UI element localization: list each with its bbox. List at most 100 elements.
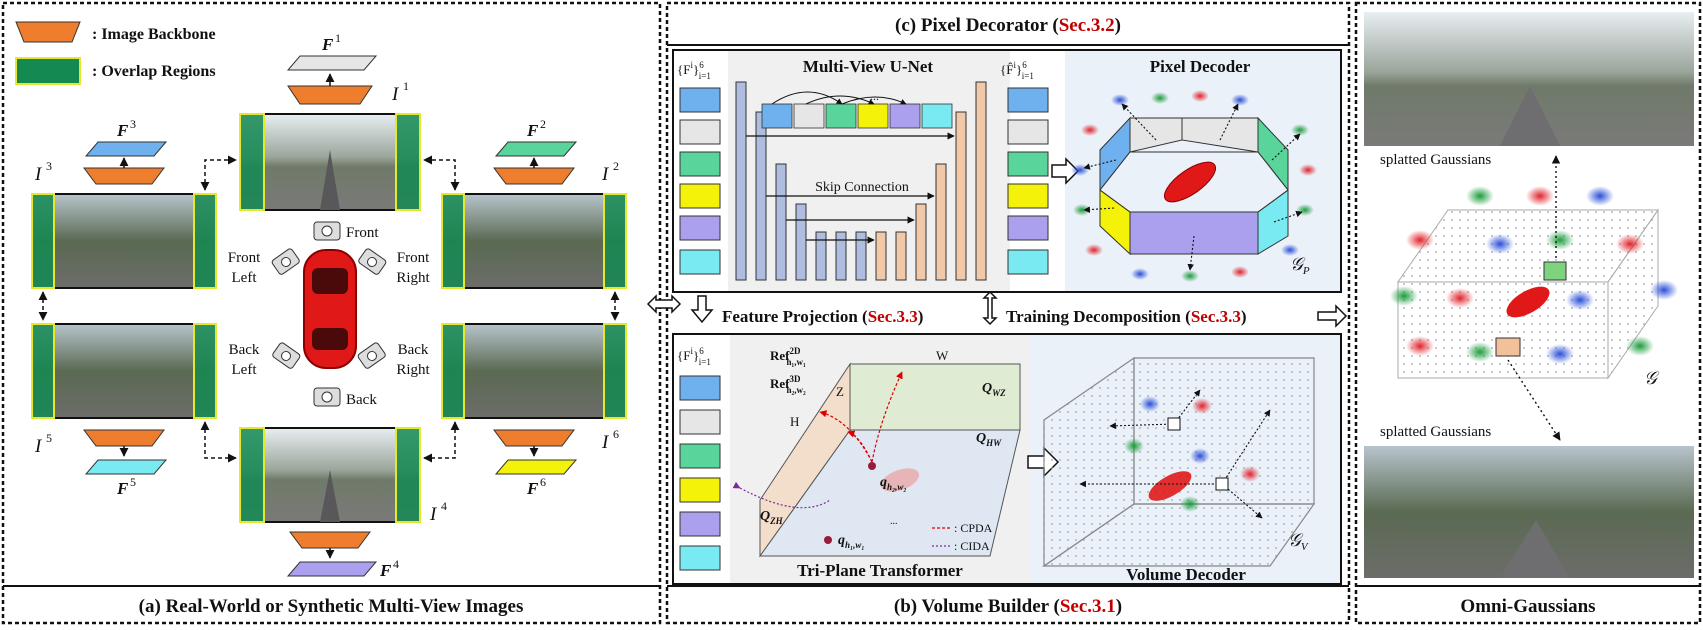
pixel-gaussians — [1071, 90, 1317, 282]
axis-w: W — [936, 348, 949, 363]
q-zh-label: QZH — [760, 509, 784, 526]
training-decomposition-label: Training Decomposition (Sec.3.3) — [1006, 307, 1247, 326]
image-back-right — [441, 323, 627, 419]
image-index-3: 3 — [46, 159, 52, 173]
image-back — [239, 427, 421, 523]
query-point-h2w2 — [868, 462, 876, 470]
splatted-render-top — [1364, 12, 1694, 146]
feature-index-5: 5 — [130, 475, 136, 489]
image-index-5: 5 — [46, 431, 52, 445]
panel-omni-caption: Omni-Gaussians — [1460, 596, 1595, 617]
camera-label-front: Front — [346, 225, 379, 241]
backbone-3 — [83, 141, 168, 185]
query-point-h1w1 — [824, 536, 832, 544]
backbone-1 — [286, 55, 378, 105]
cida-legend-label: : CIDA — [954, 539, 990, 553]
tri-plane-title: Tri-Plane Transformer — [797, 561, 963, 580]
pixel-decoder-octagon — [1099, 116, 1289, 256]
feature-index-4: 4 — [393, 557, 399, 571]
arrow-to-pixel-decoder — [1051, 157, 1080, 185]
camera-label-back: Back — [346, 392, 377, 408]
backbone-6 — [493, 429, 578, 475]
image-label-6: I — [601, 432, 610, 453]
training-decomposition-arrow — [982, 290, 998, 326]
q-wz-label: QWZ — [982, 381, 1006, 398]
camera-label-back-left-2: Left — [232, 362, 258, 378]
pixel-decoder-title: Pixel Decoder — [1150, 57, 1251, 76]
feature-projection-label: Feature Projection (Sec.3.3) — [722, 307, 923, 326]
feature-index-3: 3 — [130, 117, 136, 131]
volume-gaussians — [1124, 396, 1260, 512]
camera-icon-front — [313, 221, 341, 241]
unet-dots: ... — [870, 89, 879, 103]
omni-render-rays — [1507, 155, 1561, 441]
image-back-left — [31, 323, 217, 419]
omni-camera-frustums — [1495, 261, 1567, 357]
omni-car — [1506, 286, 1550, 318]
backbone-4 — [286, 531, 378, 577]
axis-z: Z — [836, 384, 844, 399]
pixel-decoder-car — [1163, 161, 1217, 203]
camera-icon-back-right — [357, 342, 386, 369]
image-index-2: 2 — [613, 159, 619, 173]
gaussian-v-label: 𝒢V — [1288, 530, 1309, 553]
panel-a-caption: (a) Real-World or Synthetic Multi-View I… — [139, 596, 524, 617]
panel-a-frame — [1, 1, 662, 625]
panel-c-inner-frame — [672, 49, 1342, 293]
legend: : Image Backbone : Overlap Regions — [15, 21, 216, 85]
omni-gaussians — [1390, 186, 1678, 364]
tri-plane — [759, 362, 1021, 558]
cpda-legend-label: : CPDA — [954, 521, 993, 535]
camera-label-front-left-1: Front — [228, 250, 261, 266]
tri-plane-dots: ... — [890, 516, 898, 527]
axis-h: H — [790, 414, 799, 429]
image-label-5: I — [34, 436, 43, 457]
omni-gaussian-label: 𝒢 — [1644, 368, 1660, 388]
volume-decoder-title: Volume Decoder — [1126, 565, 1246, 584]
q-h2w2-label: qh₂,w₂ — [880, 475, 907, 492]
panel-b-caption: (b) Volume Builder (Sec.3.1) — [894, 596, 1122, 617]
multi-view-attention-strip — [761, 103, 953, 129]
legend-backbone-label: : Image Backbone — [92, 26, 216, 43]
cpda-arrows — [819, 371, 903, 463]
legend-overlap-label: : Overlap Regions — [92, 63, 216, 80]
splatted-label-top: splatted Gaussians — [1380, 152, 1491, 168]
image-index-6: 6 — [613, 427, 619, 441]
camera-label-front-right-2: Right — [396, 270, 430, 286]
skip-connections — [746, 132, 955, 244]
image-front — [239, 113, 421, 211]
input-feature-stack — [679, 87, 721, 275]
feature-label-6: F — [526, 479, 539, 498]
image-label-3: I — [34, 164, 43, 185]
panel-c-title: (c) Pixel Decorator (Sec.3.2) — [895, 15, 1121, 36]
backbone-5 — [83, 429, 168, 475]
camera-label-back-right-2: Right — [396, 362, 430, 378]
camera-label-front-right-1: Front — [397, 250, 430, 266]
image-label-2: I — [601, 164, 610, 185]
tri-plane-car — [880, 468, 920, 492]
feature-label-4: F — [379, 561, 392, 580]
image-label-1: I — [391, 84, 400, 105]
pixel-rays — [1083, 103, 1303, 271]
camera-label-front-left-2: Left — [232, 270, 258, 286]
feature-label-2: F — [526, 121, 539, 140]
legend-backbone-swatch — [15, 21, 81, 43]
output-feature-stack — [1007, 87, 1049, 275]
feature-index-6: 6 — [540, 475, 546, 489]
panel-b-feature-stack — [679, 375, 721, 571]
unet-background — [728, 51, 1010, 291]
cida-arrow — [732, 481, 831, 509]
unet-bars — [735, 81, 987, 281]
volume-query-cubes — [1167, 417, 1229, 491]
backbone-2 — [493, 141, 578, 185]
camera-label-back-right-1: Back — [398, 342, 429, 358]
volume-car — [1148, 471, 1192, 501]
q-hw-label: QHW — [976, 431, 1002, 448]
feature-index-1: 1 — [335, 31, 341, 45]
feature-label-1: F — [321, 35, 334, 54]
